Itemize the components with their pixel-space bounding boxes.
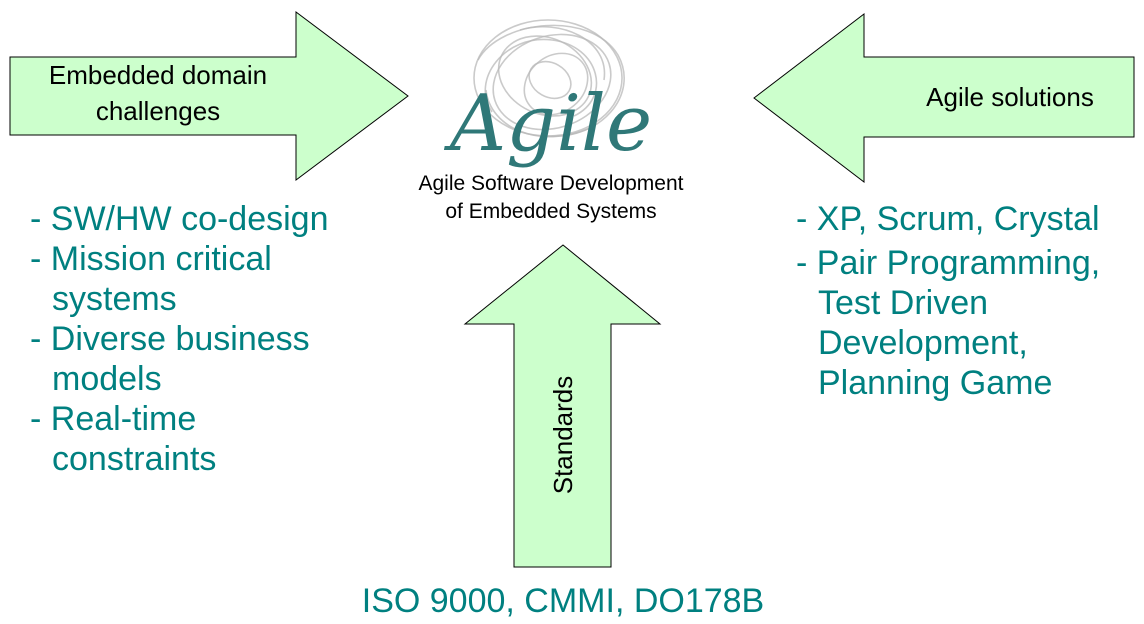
right-arrow-label: Agile solutions: [926, 82, 1094, 112]
right-arrow-shape: [753, 12, 1135, 184]
logo-caption-line-1: Agile Software Development: [419, 172, 684, 195]
right-list-line: Test Driven: [818, 284, 988, 322]
left-list-line: systems: [52, 280, 177, 318]
left-list-line: models: [52, 360, 162, 398]
right-list-line: - XP, Scrum, Crystal: [796, 200, 1100, 238]
right-list: - XP, Scrum, Crystal - Pair Programming,…: [796, 200, 1100, 402]
right-list-line: Development,: [818, 324, 1028, 362]
bottom-arrow-label: Standards: [548, 376, 578, 495]
left-arrow-label-line-2: challenges: [96, 96, 220, 126]
bottom-arrow-shape: [463, 244, 662, 568]
left-list-line: - Mission critical: [30, 240, 272, 278]
right-arrow: Agile solutions: [753, 12, 1135, 184]
right-list-line: Planning Game: [818, 364, 1052, 402]
right-list-line: - Pair Programming,: [796, 244, 1100, 282]
left-list: - SW/HW co-design - Mission critical sys…: [30, 200, 329, 478]
agile-logo: Agile Agile Software Development of Embe…: [419, 19, 684, 223]
left-arrow-shape: [9, 11, 409, 181]
bottom-arrow: Standards: [463, 244, 662, 568]
left-arrow: Embedded domain challenges: [9, 11, 409, 181]
left-list-line: - SW/HW co-design: [30, 200, 329, 238]
left-list-line: constraints: [52, 440, 216, 478]
left-list-line: - Diverse business: [30, 320, 310, 358]
logo-word: Agile: [444, 79, 652, 169]
standards-list-label: ISO 9000, CMMI, DO178B: [362, 582, 765, 620]
left-list-line: - Real-time: [30, 400, 196, 438]
left-arrow-label-line-1: Embedded domain: [49, 60, 267, 90]
logo-swirl-icon: [473, 19, 625, 138]
logo-caption-line-2: of Embedded Systems: [445, 200, 656, 223]
